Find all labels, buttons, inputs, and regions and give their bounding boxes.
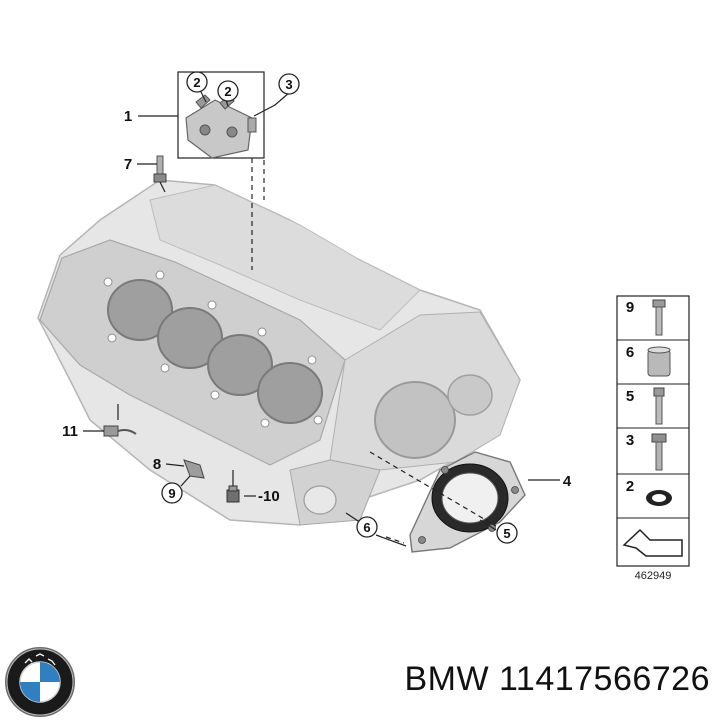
callout-2b: 2 xyxy=(224,84,231,99)
bmw-logo-icon xyxy=(5,647,75,717)
callout-2a: 2 xyxy=(193,75,200,90)
legend-label-3: 3 xyxy=(626,432,634,449)
legend-label-0: 9 xyxy=(626,299,634,316)
legend-label-1: 6 xyxy=(626,344,634,361)
plug-part-10 xyxy=(226,485,240,503)
callout-10: -10 xyxy=(258,488,280,505)
bracket-part-1 xyxy=(185,94,257,159)
legend-sleeve-6-icon xyxy=(647,346,671,377)
legend-bolt-9-icon xyxy=(652,299,666,336)
callout-6: 6 xyxy=(363,520,370,535)
brand-part-number-title: BMW 11417566726 xyxy=(404,660,710,698)
diagram-ref-number: 462949 xyxy=(635,570,672,582)
sensor-part-7 xyxy=(153,155,167,183)
legend-bolt-5-icon xyxy=(653,387,665,425)
fitting-part-8 xyxy=(183,459,205,479)
callout-1: 1 xyxy=(124,108,132,125)
arrow-icon xyxy=(622,528,683,557)
callout-9: 9 xyxy=(168,486,175,501)
dashed-leaders xyxy=(251,158,497,544)
legend-o-ring-2-icon xyxy=(646,490,672,506)
callout-11: 11 xyxy=(62,423,78,440)
legend-bolt-3-icon xyxy=(651,433,667,471)
callout-5: 5 xyxy=(503,526,510,541)
callout-4: 4 xyxy=(563,473,572,490)
detail-box-part-1 xyxy=(177,71,265,159)
callout-7: 7 xyxy=(124,156,132,173)
legend-label-4: 2 xyxy=(626,478,634,495)
callout-circles xyxy=(161,71,518,544)
legend-label-2: 5 xyxy=(626,388,634,405)
callout-8: 8 xyxy=(153,456,161,473)
engine-block xyxy=(37,179,521,526)
rear-seal-carrier-part-4 xyxy=(409,451,526,553)
parts-legend: 9 6 5 3 2 xyxy=(616,295,690,567)
callout-3: 3 xyxy=(285,77,292,92)
